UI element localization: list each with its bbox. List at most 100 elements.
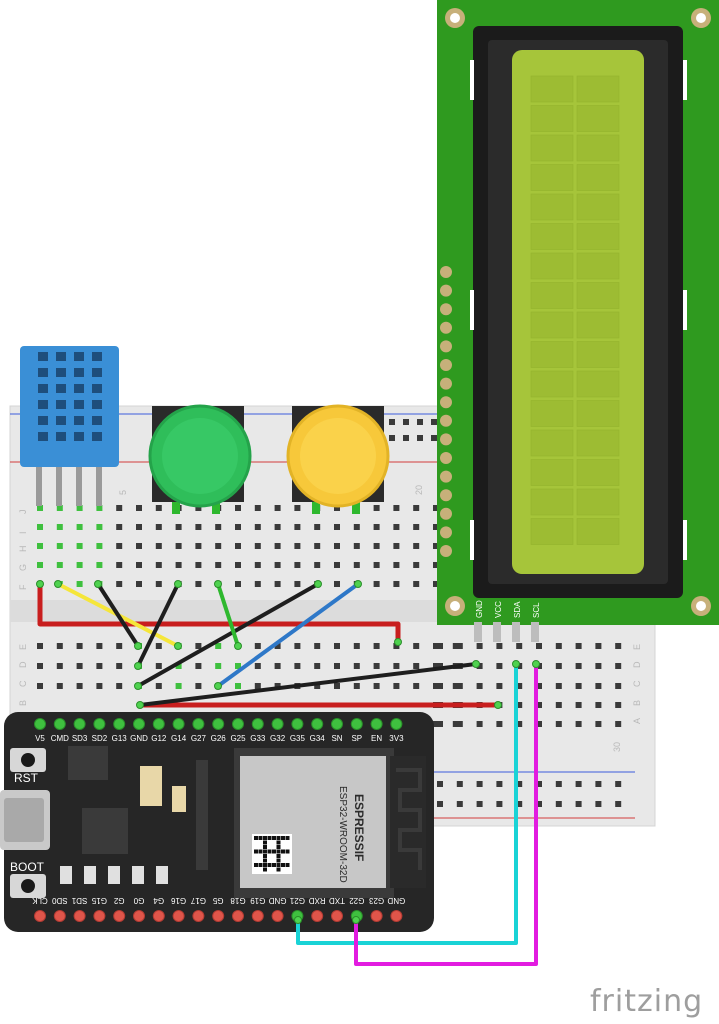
breadboard-hole — [476, 721, 483, 727]
esp32-pin-label: G14 — [171, 734, 187, 743]
black-wire-2[interactable] — [136, 582, 180, 668]
rst-button[interactable] — [21, 753, 35, 767]
esp32-pin-label: G0 — [133, 896, 144, 905]
esp32-header-pin[interactable] — [172, 718, 185, 730]
esp32-header-pin[interactable] — [311, 718, 324, 730]
row-letter-b: B — [18, 700, 28, 706]
esp32-header-pin[interactable] — [73, 718, 86, 730]
breadboard-hole — [37, 663, 43, 669]
lcd-char-cell — [576, 370, 620, 398]
breadboard-hole — [76, 663, 83, 669]
esp32-header-pin[interactable] — [390, 910, 403, 922]
lcd-edge-pad — [440, 396, 452, 409]
esp32-header-pin[interactable] — [53, 718, 66, 730]
breadboard-hole — [215, 663, 222, 669]
boot-button[interactable] — [21, 879, 35, 893]
breadboard-hole — [116, 643, 123, 649]
esp32-header-pin[interactable] — [152, 718, 165, 730]
esp32-header-pin[interactable] — [212, 718, 225, 730]
esp32-pin-label: SP — [351, 734, 362, 743]
esp32-header-pin[interactable] — [390, 718, 403, 730]
esp32-header-pin[interactable] — [93, 910, 106, 922]
breadboard-hole — [373, 524, 380, 530]
esp32-header-pin[interactable] — [212, 910, 225, 922]
red-wire-top[interactable] — [37, 581, 401, 645]
black-wire-1[interactable] — [96, 582, 140, 648]
breadboard-hole — [235, 663, 241, 669]
lcd-char-cell — [576, 193, 620, 221]
esp32-header-pin[interactable] — [370, 910, 383, 922]
breadboard-hole — [155, 683, 162, 689]
power-rail-hole — [516, 781, 523, 787]
qr-module — [254, 849, 258, 854]
lcd-char-cell — [576, 105, 620, 132]
esp32-header-pin[interactable] — [152, 910, 165, 922]
power-rail-hole — [456, 801, 463, 807]
blue-wire[interactable] — [216, 582, 360, 688]
esp32-header-pin[interactable] — [251, 910, 264, 922]
qr-module — [281, 849, 285, 854]
breadboard-hole — [235, 581, 241, 587]
esp32-header-pin[interactable] — [311, 910, 324, 922]
power-rail-hole — [575, 781, 582, 787]
row-letter-j: J — [18, 510, 28, 515]
wire-end — [134, 662, 142, 670]
breadboard-hole — [334, 505, 340, 511]
esp32-header-pin[interactable] — [192, 718, 205, 730]
breadboard-hole — [136, 581, 142, 587]
breadboard-holes — [37, 419, 622, 807]
power-rail-hole — [476, 801, 483, 807]
esp32-header-pin[interactable] — [232, 910, 244, 922]
breadboard-hole — [195, 643, 202, 649]
esp32-header-pin[interactable] — [34, 718, 46, 730]
breadboard-hole — [96, 643, 103, 649]
esp32-header-pin[interactable] — [113, 910, 126, 922]
esp32-header-pin[interactable] — [34, 910, 46, 922]
esp32-header-pin[interactable] — [192, 910, 205, 922]
qr-module — [276, 845, 281, 849]
dht11-vent — [92, 400, 102, 409]
esp32-pin-label: CLK — [32, 896, 48, 905]
dht11-vent — [38, 432, 48, 441]
row-letter-c: C — [18, 680, 28, 687]
esp32-header-pin[interactable] — [291, 718, 304, 730]
dht11-vent — [74, 368, 84, 377]
power-rail-hole — [417, 435, 423, 441]
esp32-header-pin[interactable] — [331, 910, 343, 922]
esp32-header-pin[interactable] — [251, 718, 264, 730]
esp32-header-pin[interactable] — [172, 910, 185, 922]
yellow-pushbutton — [286, 404, 390, 514]
esp32-header-pin[interactable] — [370, 718, 383, 730]
breadboard-hole — [536, 702, 542, 708]
cyan-wire-sda[interactable] — [296, 662, 518, 945]
breadboard-hole — [116, 505, 123, 511]
esp32-header-pin[interactable] — [232, 718, 244, 730]
black-wire-3[interactable] — [136, 582, 320, 688]
breadboard-hole — [413, 683, 420, 689]
lcd-char-cell — [530, 193, 574, 221]
esp32-header-pin[interactable] — [73, 910, 86, 922]
breadboard-hole — [555, 643, 562, 649]
green-wire[interactable] — [216, 582, 240, 648]
breadboard-hole — [314, 663, 321, 669]
esp32-header-pin[interactable] — [113, 718, 126, 730]
esp32-header-pin[interactable] — [271, 718, 284, 730]
esp32-header-pin[interactable] — [133, 718, 145, 730]
magenta-wire-scl[interactable] — [354, 662, 538, 966]
esp32-header-pin[interactable] — [133, 910, 145, 922]
esp32-pin-label: G33 — [250, 734, 266, 743]
breadboard-hole — [37, 643, 43, 649]
breadboard-hole — [274, 562, 281, 568]
qr-module — [267, 849, 272, 854]
black-wire-4[interactable] — [138, 662, 478, 707]
esp32-header-pin[interactable] — [53, 910, 66, 922]
esp32-header-pin[interactable] — [350, 718, 363, 730]
dht11-vent — [38, 416, 48, 425]
esp32-header-pin[interactable] — [331, 718, 343, 730]
lcd-char-cell — [576, 429, 620, 457]
power-rail-hole — [437, 801, 443, 807]
esp32-header-pin[interactable] — [93, 718, 106, 730]
esp32-header-pin[interactable] — [271, 910, 284, 922]
breadboard-hole — [155, 505, 162, 511]
